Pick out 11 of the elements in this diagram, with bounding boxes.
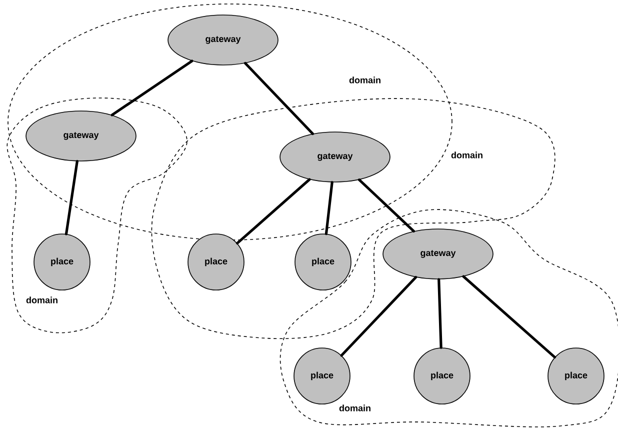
domain-label: domain (451, 152, 482, 158)
connector-line (438, 278, 442, 349)
connector-line (340, 276, 418, 357)
domain-label: domain (339, 404, 370, 412)
connector-line (244, 62, 314, 136)
connector-line (236, 178, 311, 244)
domain-label: domain (26, 296, 58, 304)
domain-label: domain (349, 76, 380, 84)
connector-line (324, 181, 334, 236)
connector-line (64, 160, 78, 236)
connector-line (462, 275, 556, 358)
